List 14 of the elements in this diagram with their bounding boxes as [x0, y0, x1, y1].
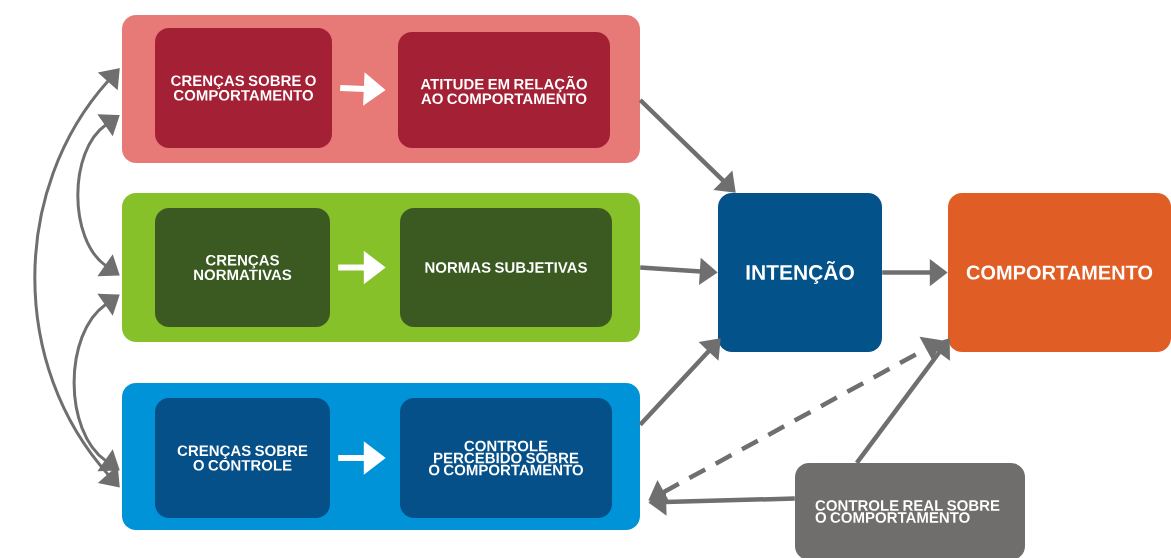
process-box: NORMAS SUBJETIVAS — [400, 208, 612, 327]
intention-box: INTENÇÃO — [718, 193, 882, 352]
curved-arrow — [76, 114, 120, 277]
process-box: CRENÇAS NORMATIVAS — [155, 208, 330, 327]
curved-arrow — [33, 68, 120, 488]
arrow — [638, 98, 736, 193]
process-box: CRENÇAS SOBRE O COMPORTAMENTO — [155, 28, 332, 148]
curved-arrow — [72, 293, 120, 472]
control-box: CONTROLE REAL SOBRE O COMPORTAMENTO — [795, 463, 1025, 558]
behavior-box: COMPORTAMENTO — [948, 193, 1171, 352]
process-box: ATITUDE EM RELAÇÃO AO COMPORTAMENTO — [398, 32, 610, 148]
arrow — [638, 338, 721, 427]
process-box: CRENÇAS SOBRE O CONTROLE — [155, 398, 330, 518]
process-box: CONTROLE PERCEBIDO SOBRE O COMPORTAMENTO — [400, 398, 612, 518]
